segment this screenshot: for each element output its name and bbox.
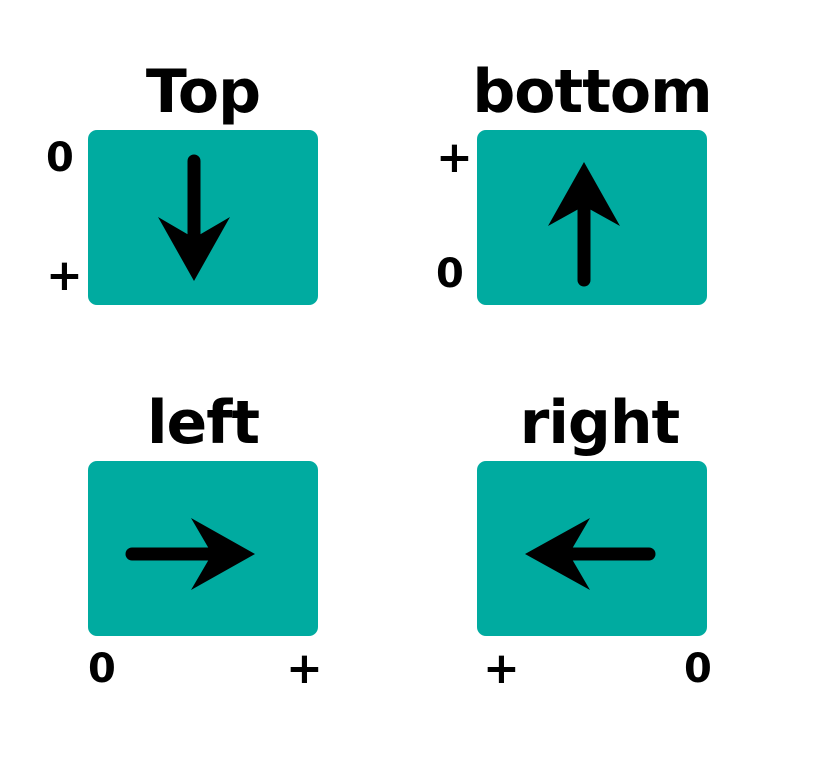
teal-box [477,461,707,636]
panel-right: right 0 + [477,393,825,693]
panel-bottom: bottom 0 + [436,62,825,362]
teal-box [88,130,318,305]
panel-top: Top 0 + [46,62,448,362]
panel-left: left 0 + [88,393,448,693]
end-label: + [286,643,323,694]
arrow-left-icon [525,518,656,590]
start-label: 0 [436,251,464,297]
panel-title: left [146,388,260,458]
panel-title: bottom [472,57,712,127]
end-label: + [436,132,473,183]
teal-box [477,130,707,305]
teal-box [88,461,318,636]
arrow-down-icon [158,154,230,281]
end-label: + [483,643,520,694]
arrow-right-icon [125,518,255,590]
start-label: 0 [88,646,116,692]
start-label: 0 [684,646,712,692]
start-label: 0 [46,135,74,181]
panel-title: right [519,388,681,458]
arrow-up-icon [548,162,620,287]
panel-title: Top [145,57,261,127]
end-label: + [46,250,83,301]
